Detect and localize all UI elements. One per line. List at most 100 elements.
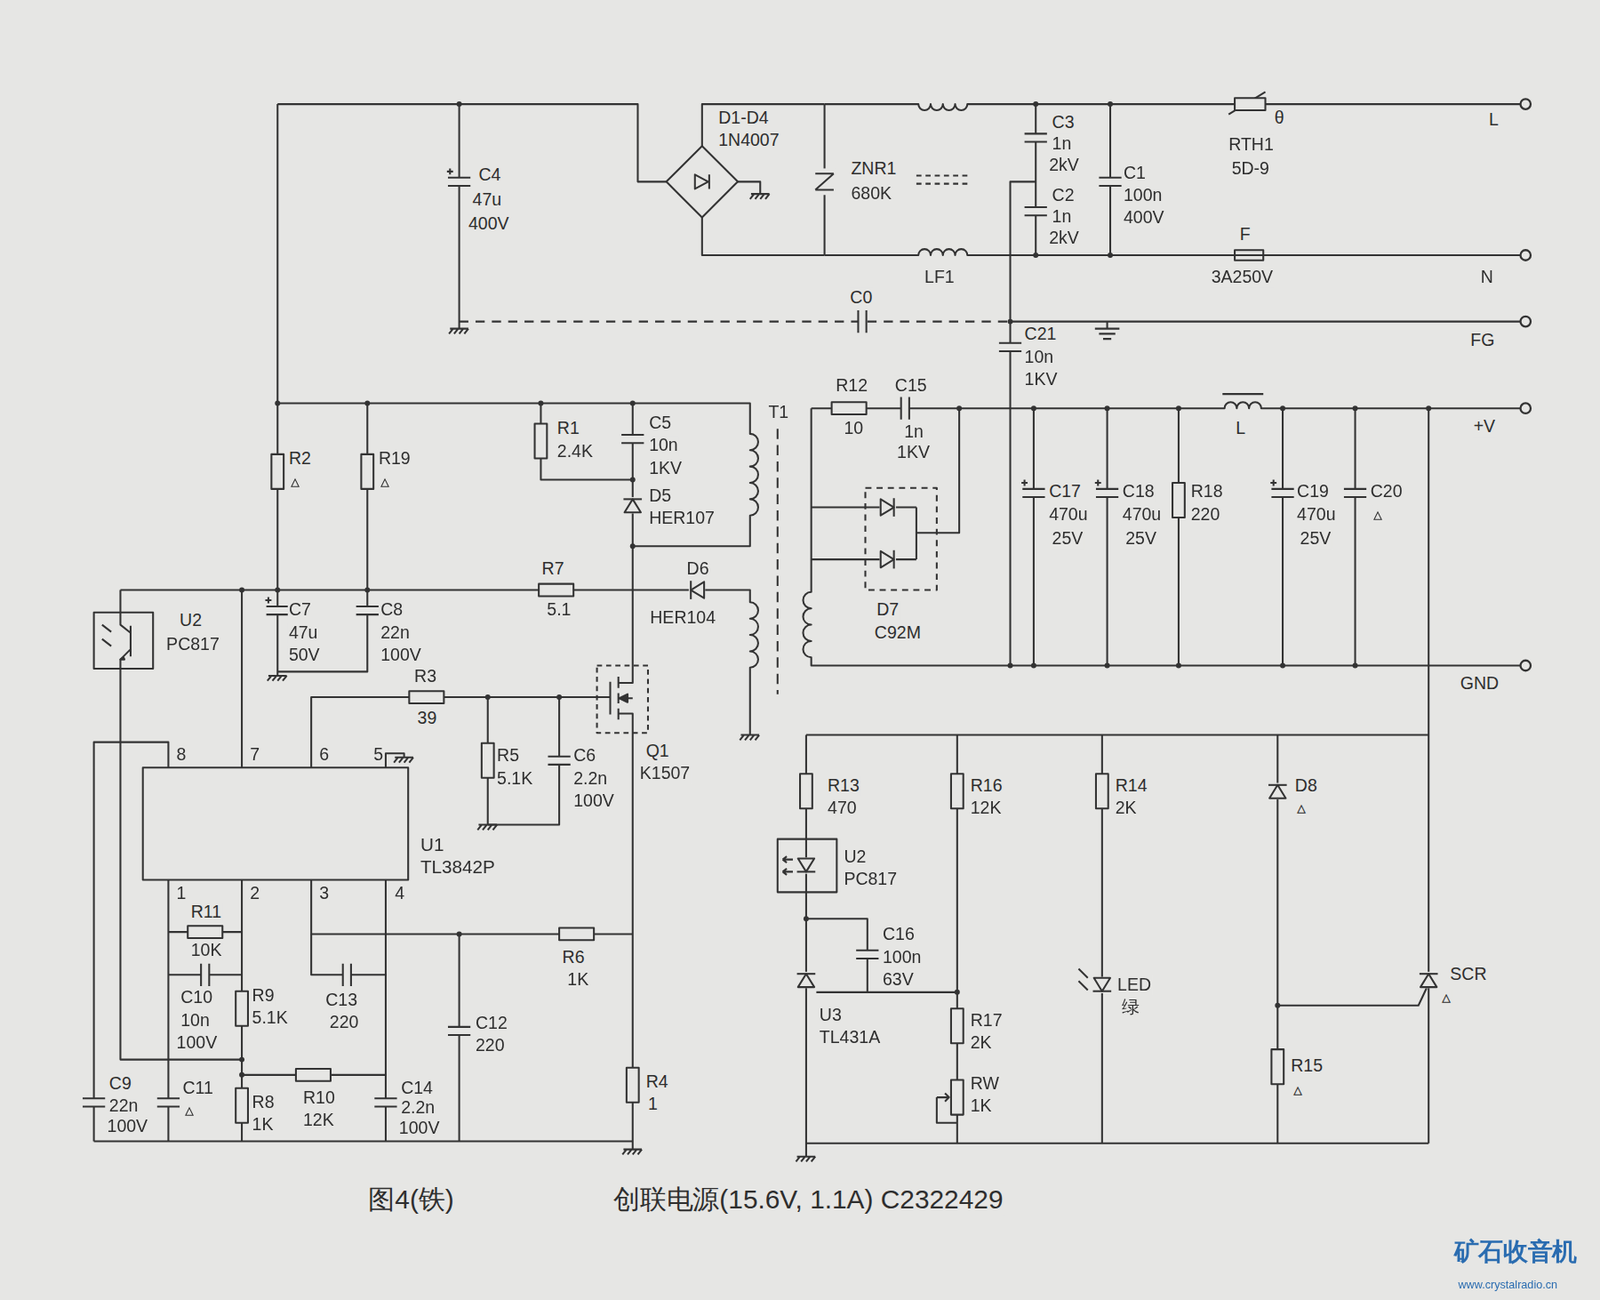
schematic-part xyxy=(1176,663,1182,669)
components xyxy=(82,133,1439,1161)
schematic-part xyxy=(951,1008,964,1043)
schematic-part xyxy=(94,742,169,1142)
schematic-part xyxy=(456,101,463,107)
component-label: R5 xyxy=(496,745,520,767)
schematic-part xyxy=(621,434,644,443)
schematic-part xyxy=(880,550,896,569)
schematic-part xyxy=(1095,328,1120,339)
schematic-part xyxy=(235,991,248,1026)
component-label: 220 xyxy=(328,1012,360,1033)
component-label: R14 xyxy=(1114,775,1149,796)
component-label: C11 xyxy=(181,1077,215,1098)
component-label: 25V xyxy=(1124,528,1158,550)
component-label: 1n xyxy=(903,422,925,443)
component-label: 680K xyxy=(849,184,893,205)
schematic-part xyxy=(783,856,793,875)
component-label: ZNR1 xyxy=(849,159,897,180)
component-label: C6 xyxy=(572,745,597,767)
component-label: R10 xyxy=(302,1088,336,1109)
terminals xyxy=(1520,98,1531,671)
schematic-part xyxy=(1107,101,1113,107)
component-label: F xyxy=(1239,224,1252,246)
component-label: 2kV xyxy=(1048,154,1080,176)
component-label: 12K xyxy=(302,1110,336,1131)
schematic-part xyxy=(1093,976,1112,993)
schematic-part xyxy=(448,1026,471,1035)
schematic-part xyxy=(1010,321,1521,329)
component-label: ▵ xyxy=(1440,987,1453,1008)
component-label: 1KV xyxy=(896,442,931,464)
schematic-part xyxy=(120,656,125,659)
schematic-part xyxy=(618,402,633,683)
schematic-part xyxy=(857,310,866,333)
schematic-part xyxy=(374,1097,397,1106)
schematic-part xyxy=(311,696,610,768)
schematic-part xyxy=(364,587,370,593)
schematic-part xyxy=(695,174,710,189)
schematic-part xyxy=(537,400,544,406)
schematic-part xyxy=(1095,480,1119,498)
component-label: T1 xyxy=(767,401,790,423)
schematic-part xyxy=(559,928,594,941)
component-label: 25V xyxy=(1298,528,1332,550)
component-label: 100n xyxy=(881,946,923,968)
component-label: R12 xyxy=(834,375,869,396)
schematic-part xyxy=(954,989,960,995)
component-label: 1n xyxy=(1050,207,1072,228)
component-label: R11 xyxy=(190,902,224,923)
component-label: 1KV xyxy=(648,457,683,479)
component-label: 470u xyxy=(1121,504,1163,526)
component-label: C7 xyxy=(288,600,312,621)
schematic-part xyxy=(597,664,648,733)
schematic-part xyxy=(1031,405,1037,411)
component-label: R13 xyxy=(826,775,861,796)
component-label: 220 xyxy=(1190,504,1222,526)
component-label: D8 xyxy=(1294,775,1319,796)
schematic-part xyxy=(1234,254,1264,256)
junctions-terminals xyxy=(239,101,1432,1078)
component-label: LED xyxy=(1116,974,1152,995)
component-label: N xyxy=(1480,267,1495,288)
schematic-part xyxy=(485,694,491,700)
component-label: 400V xyxy=(1122,208,1166,229)
schematic-part xyxy=(1280,663,1286,669)
component-label: 22n xyxy=(108,1096,140,1117)
schematic-part xyxy=(200,963,209,986)
schematic-part xyxy=(630,400,636,406)
schematic-part xyxy=(901,397,910,420)
schematic-part xyxy=(824,248,1521,256)
component-label: C3 xyxy=(1050,112,1075,133)
schematic-part xyxy=(477,824,497,831)
schematic-part xyxy=(916,175,970,184)
schematic-part xyxy=(1352,405,1359,411)
component-label: 1KV xyxy=(1023,369,1058,391)
schematic-part xyxy=(797,971,816,988)
schematic-part xyxy=(951,773,964,808)
schematic-part xyxy=(271,454,284,489)
schematic-part xyxy=(1032,252,1039,258)
component-label: 470u xyxy=(1296,504,1337,526)
component-label: D5 xyxy=(648,485,672,506)
pin-number: 5 xyxy=(372,744,384,766)
schematic-part xyxy=(274,587,280,593)
component-label: C5 xyxy=(648,413,672,434)
schematic-part xyxy=(688,580,705,600)
schematic-part xyxy=(832,401,867,415)
schematic-part xyxy=(102,624,112,647)
schematic-part xyxy=(459,320,1011,323)
component-label: 5.1K xyxy=(250,1008,288,1029)
schematic-part xyxy=(235,1088,248,1123)
schematic-part xyxy=(1032,101,1039,107)
schematic-part xyxy=(1520,402,1531,413)
component-label: C4 xyxy=(477,165,502,186)
schematic-part xyxy=(343,963,352,986)
component-label: 50V xyxy=(288,645,321,666)
component-label: C92M xyxy=(873,622,922,643)
schematic-part xyxy=(540,402,632,480)
schematic-part xyxy=(1271,1048,1284,1084)
component-label: 470 xyxy=(826,798,858,819)
schematic-part xyxy=(1268,783,1288,800)
component-label: +V xyxy=(1472,416,1497,437)
schematic-part xyxy=(803,915,809,921)
schematic-part xyxy=(1021,480,1045,498)
